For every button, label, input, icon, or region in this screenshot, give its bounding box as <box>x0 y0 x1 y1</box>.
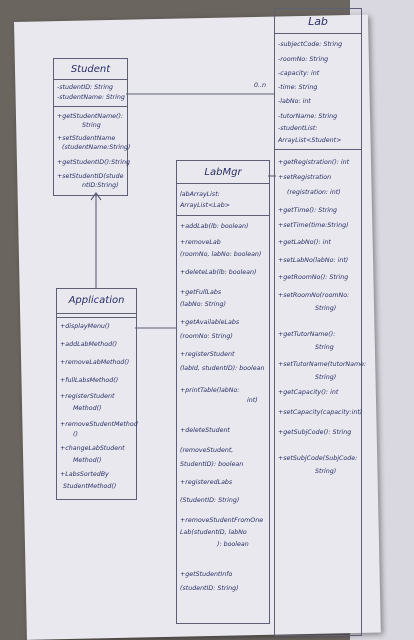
lab-method-14: +getCapacity(): int <box>278 389 339 396</box>
labmgr-method-9: (labId, studentID): boolean <box>180 365 265 372</box>
application-method-9: Method() <box>73 457 102 464</box>
application-sep-2 <box>57 317 136 318</box>
labmgr-method-7: (roomNo: String) <box>180 333 233 340</box>
labmgr-method-19: ): boolean <box>217 541 249 548</box>
lab-attr-1: -roomNo: String <box>278 56 329 63</box>
labmgr-method-12: +deleteStudent <box>180 427 230 434</box>
lab-method-10: +getTutorName(): <box>278 331 336 338</box>
labmgr-method-21: (studentID: String) <box>180 585 239 592</box>
student-method-3: (studentName:String) <box>62 144 131 151</box>
lab-attr-6: -studentList: <box>278 125 318 132</box>
student-class: Student -studentID: String -studentName:… <box>53 58 131 196</box>
lab-method-15: +setCapacity(capacity:int) <box>278 409 363 416</box>
lab-attr-0: -subjectCode: String <box>278 41 343 48</box>
application-method-4: +registerStudent <box>60 393 115 400</box>
labmgr-method-4: +getFullLabs <box>180 289 222 296</box>
lab-method-4: +setTime(time:String) <box>278 222 349 229</box>
labmgr-method-5: (labNo: String) <box>180 301 226 308</box>
application-method-11: StudentMethod() <box>63 483 117 490</box>
application-method-3: +fullLabsMethod() <box>60 377 119 384</box>
lab-attr-3: -time: String <box>278 84 318 91</box>
student-sep-1 <box>54 79 127 80</box>
student-method-4: +getStudentID():String <box>57 159 130 166</box>
application-method-10: +LabsSortedBy <box>60 471 109 478</box>
student-method-0: +getStudentName(): <box>57 113 124 120</box>
lab-method-17: +setSubjCode(SubjCode: <box>278 455 358 462</box>
labmgr-method-11: int) <box>247 397 258 404</box>
lab-method-13: String) <box>315 374 337 381</box>
lab-method-7: +getRoomNo(): String <box>278 274 349 281</box>
application-title: Application <box>68 295 125 306</box>
application-method-8: +changeLabStudent <box>60 445 125 452</box>
labmgr-sep-1 <box>177 183 269 184</box>
lab-attr-7: ArrayList<Student> <box>278 137 342 144</box>
lab-method-11: String <box>315 344 334 351</box>
application-method-0: +displayMenu() <box>60 323 110 330</box>
lab-attr-4: -labNo: int <box>278 98 311 105</box>
lab-method-18: String) <box>315 468 337 475</box>
application-method-6: +removeStudentMethod <box>60 421 138 428</box>
lab-method-9: String) <box>315 305 337 312</box>
application-sep-1 <box>57 313 136 314</box>
lab-method-3: +getTime(): String <box>278 207 338 214</box>
labmgr-method-13: (removeStudent, <box>180 447 234 454</box>
labmgr-method-2: (roomNo, labNo: boolean) <box>180 251 262 258</box>
labmgr-class: LabMgr labArrayList: ArrayList<Lab> +add… <box>176 160 270 624</box>
student-method-2: +setStudentName <box>57 135 116 142</box>
student-title: Student <box>70 64 111 75</box>
labmgr-attr-0: labArrayList: <box>180 191 220 198</box>
lab-class: Lab -subjectCode: String -roomNo: String… <box>274 8 366 636</box>
labmgr-method-16: (StudentID: String) <box>180 497 240 504</box>
lab-method-12: +setTutorName(tutorName: <box>278 361 367 368</box>
lab-multiplicity: 0..n <box>254 82 267 89</box>
student-attr-0: -studentID: String <box>57 84 113 91</box>
labmgr-sep-2 <box>177 215 269 216</box>
lab-method-6: +setLabNo(labNo: int) <box>278 257 349 264</box>
application-class: Application +displayMenu() +addLabMethod… <box>56 288 138 500</box>
student-attr-1: -studentName: String <box>57 94 125 101</box>
labmgr-method-17: +removeStudentFromOne <box>180 517 264 524</box>
labmgr-method-6: +getAvailableLabs <box>180 319 240 326</box>
lab-method-2: (registration: int) <box>287 189 341 196</box>
lab-attr-2: -capacity: int <box>278 70 320 77</box>
application-method-1: +addLabMethod() <box>60 341 118 348</box>
labmgr-method-15: +registeredLabs <box>180 479 233 486</box>
labmgr-method-8: +registerStudent <box>180 351 235 358</box>
labmgr-method-10: +printTable(labNo: <box>180 387 240 394</box>
lab-method-8: +setRoomNo(roomNo: <box>278 292 350 299</box>
labmgr-method-20: +getStudentInfo <box>180 571 233 578</box>
labmgr-method-1: +removeLab <box>180 239 221 246</box>
lab-method-0: +getRegistration(): int <box>278 159 350 166</box>
application-method-5: Method() <box>73 405 102 412</box>
lab-method-1: +setRegistration <box>278 174 332 181</box>
labmgr-title: LabMgr <box>204 167 242 178</box>
arrowhead-student <box>90 192 102 201</box>
student-method-6: ntID:String) <box>82 182 119 189</box>
lab-method-16: +getSubjCode(): String <box>278 429 352 436</box>
labmgr-method-3: +deleteLab(lb: boolean) <box>180 269 257 276</box>
labmgr-attr-1: ArrayList<Lab> <box>180 202 230 209</box>
labmgr-method-14: StudentID): boolean <box>180 461 244 468</box>
labmgr-method-18: Lab(studentID, labNo <box>180 529 247 536</box>
application-method-7: () <box>73 431 78 438</box>
student-method-5: +setStudentID(stude <box>57 173 124 180</box>
application-method-2: +removeLabMethod() <box>60 359 130 366</box>
student-method-1: String <box>82 122 101 129</box>
lab-method-5: +getLabNo(): int <box>278 239 331 246</box>
labmgr-method-0: +addLab(lb: boolean) <box>180 223 249 230</box>
lab-sep-1 <box>275 33 361 34</box>
lab-title: Lab <box>308 15 328 28</box>
lab-attr-5: -tutorName: String <box>278 113 338 120</box>
student-sep-2 <box>54 106 127 107</box>
lab-sep-2 <box>275 149 361 150</box>
